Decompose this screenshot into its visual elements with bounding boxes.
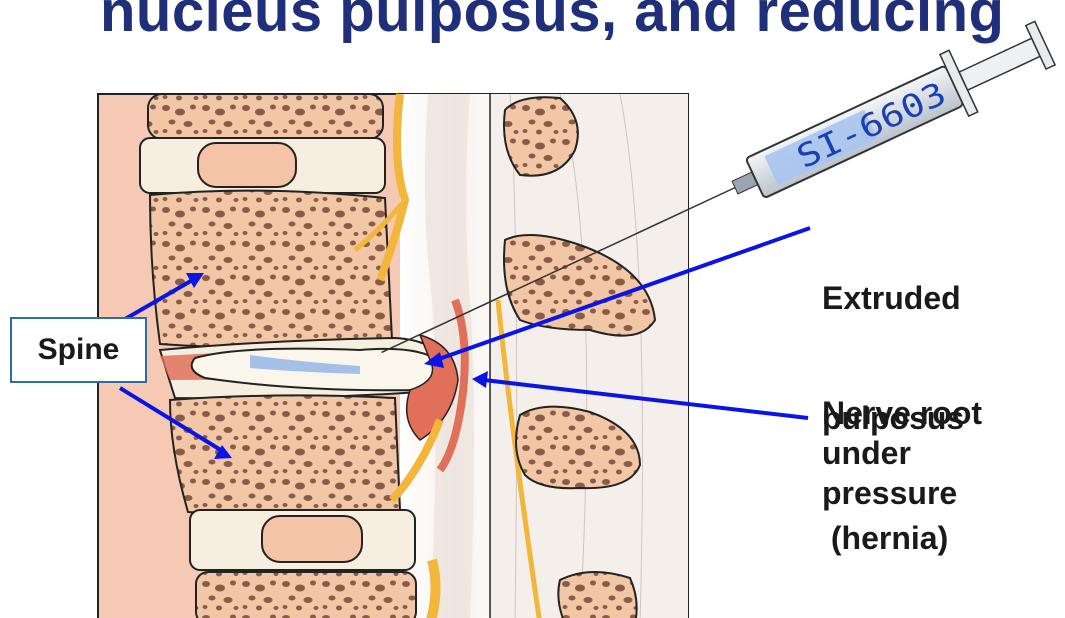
anatomy-illustration <box>98 94 688 618</box>
hernia-label-line: (hernia) <box>822 518 964 558</box>
nerve-root-label-line: Nerve root <box>822 393 982 433</box>
hernia-label-line: Extruded <box>822 278 964 318</box>
spine-label-box: Spine <box>10 317 147 383</box>
nerve-root-label-line: under <box>822 433 982 473</box>
nerve-root-label: Nerve root under pressure <box>822 393 982 513</box>
nerve-root-label-line: pressure <box>822 473 982 513</box>
spine-label: Spine <box>38 333 120 367</box>
